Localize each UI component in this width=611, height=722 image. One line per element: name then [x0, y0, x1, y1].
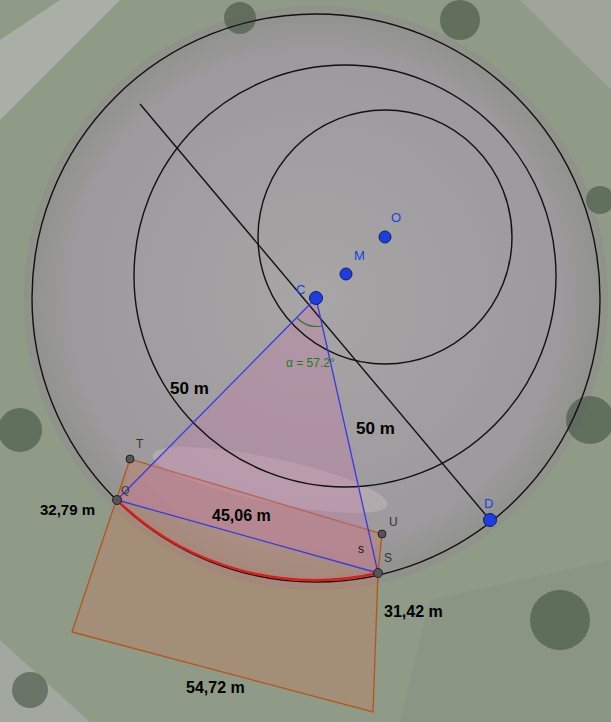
point-label: S [384, 552, 392, 564]
dimension-label: 31,42 m [384, 604, 443, 620]
segment-name: s [358, 543, 364, 555]
point-label: M [354, 249, 365, 262]
dimension-label: 32,79 m [40, 502, 95, 517]
point-label: T [136, 438, 143, 450]
dimension-label: 45,06 m [212, 508, 271, 524]
dimension-label: 50 m [170, 380, 209, 397]
point-label: D [484, 497, 493, 510]
point-label: U [389, 516, 398, 528]
point-label: O [391, 211, 401, 224]
point-label: Q [121, 485, 130, 496]
dimension-label: 54,72 m [186, 680, 245, 696]
point-label: C [296, 283, 305, 296]
dimension-label: 50 m [356, 420, 395, 437]
angle-label: α = 57.2° [286, 357, 335, 369]
